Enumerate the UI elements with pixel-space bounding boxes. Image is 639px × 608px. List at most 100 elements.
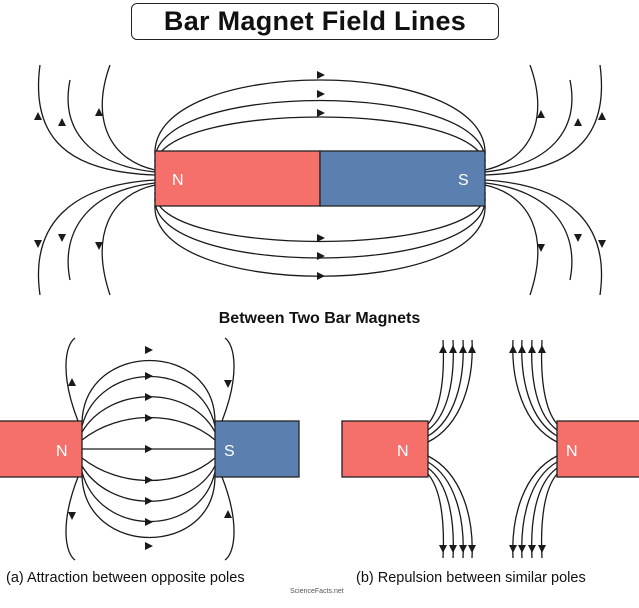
diagram-title: Bar Magnet Field Lines	[163, 6, 467, 36]
top-field-line	[154, 99, 486, 163]
arrowhead	[145, 542, 153, 550]
top-field-line	[154, 197, 486, 259]
arrowhead	[145, 518, 153, 526]
repel-magnet-left-north	[341, 420, 429, 478]
top-field-line	[67, 79, 156, 173]
top-field-line	[484, 64, 539, 171]
top-field-lines	[38, 64, 602, 296]
attract-south-label: S	[224, 443, 235, 460]
arrowhead	[449, 345, 457, 353]
arrowhead	[317, 272, 325, 280]
attract-magnet-north	[0, 420, 83, 478]
arrowhead	[538, 545, 546, 553]
attraction-field-line	[65, 337, 79, 422]
top-field-line	[154, 116, 486, 169]
title-box: Bar Magnet Field Lines	[131, 3, 499, 40]
top-field-line	[154, 79, 486, 156]
arrowhead	[68, 378, 76, 386]
arrowhead	[58, 234, 66, 242]
repel-magnet-right-north	[556, 420, 639, 478]
top-field-line	[38, 179, 156, 296]
repulsion-field-line	[531, 467, 558, 559]
attraction-field-line	[81, 359, 216, 423]
top-arrowheads	[34, 71, 606, 280]
arrowhead	[145, 372, 153, 380]
top-field-line	[38, 64, 156, 176]
arrowhead	[598, 240, 606, 248]
repulsion-field-line	[521, 339, 558, 437]
arrowhead	[224, 510, 232, 518]
repel-left-north-label: N	[397, 443, 409, 460]
arrowhead	[538, 345, 546, 353]
repulsion-field-line	[512, 455, 558, 559]
repulsion-field-line	[427, 467, 454, 559]
top-magnet-south	[319, 150, 486, 207]
attraction-arrowheads	[68, 346, 232, 550]
repel-right-north-label: N	[566, 443, 578, 460]
arrowhead	[537, 110, 545, 118]
arrowhead	[518, 545, 526, 553]
arrowhead	[145, 346, 153, 354]
repulsion-field-line	[512, 339, 558, 443]
top-field-line	[101, 64, 156, 171]
attraction-magnets: N S	[0, 420, 300, 478]
attraction-field-line	[81, 457, 216, 482]
repulsion-field-line	[427, 461, 464, 559]
top-south-label: S	[458, 172, 469, 189]
arrowhead	[145, 476, 153, 484]
arrowhead	[34, 240, 42, 248]
arrowhead	[468, 345, 476, 353]
arrowhead	[439, 345, 447, 353]
arrowhead	[468, 545, 476, 553]
arrowhead	[145, 414, 153, 422]
top-field-line	[484, 64, 602, 176]
arrowhead	[528, 545, 536, 553]
repulsion-field-line	[427, 339, 454, 431]
attract-north-label: N	[56, 443, 68, 460]
arrowhead	[317, 252, 325, 260]
arrowhead	[317, 109, 325, 117]
top-north-label: N	[172, 172, 184, 189]
repulsion-field-line	[427, 339, 473, 443]
top-field-line	[484, 179, 602, 296]
arrowhead	[95, 108, 103, 116]
arrowhead	[574, 234, 582, 242]
attraction-field-line	[65, 476, 79, 561]
arrowhead	[95, 242, 103, 250]
arrowhead	[518, 345, 526, 353]
arrowhead	[145, 497, 153, 505]
arrowhead	[449, 545, 457, 553]
arrowhead	[459, 545, 467, 553]
arrowhead	[574, 118, 582, 126]
attract-magnet-south	[214, 420, 300, 478]
repulsion-field-line	[521, 461, 558, 559]
caption-repulsion: (b) Repulsion between similar poles	[356, 570, 586, 586]
top-field-line	[67, 182, 156, 281]
arrowhead	[317, 71, 325, 79]
arrowhead	[459, 345, 467, 353]
arrowhead	[439, 545, 447, 553]
arrowhead	[509, 345, 517, 353]
arrowhead	[509, 545, 517, 553]
attraction-field-line	[81, 416, 216, 441]
repulsion-field-line	[531, 339, 558, 431]
arrowhead	[598, 112, 606, 120]
arrowhead	[528, 345, 536, 353]
top-field-line	[154, 204, 486, 277]
attraction-field-line	[81, 475, 216, 539]
repulsion-field-line	[427, 455, 473, 559]
top-field-line	[484, 182, 573, 281]
section-subtitle: Between Two Bar Magnets	[218, 310, 421, 327]
repulsion-field-lines	[427, 339, 558, 559]
arrowhead	[317, 234, 325, 242]
arrowhead	[58, 118, 66, 126]
top-field-line	[484, 79, 573, 173]
arrowhead	[145, 393, 153, 401]
top-bar-magnet: N S	[154, 150, 486, 207]
top-field-line	[484, 184, 539, 296]
top-field-line	[101, 184, 156, 296]
arrowhead	[537, 244, 545, 252]
repulsion-magnets: N N	[341, 420, 639, 478]
arrowhead	[317, 90, 325, 98]
